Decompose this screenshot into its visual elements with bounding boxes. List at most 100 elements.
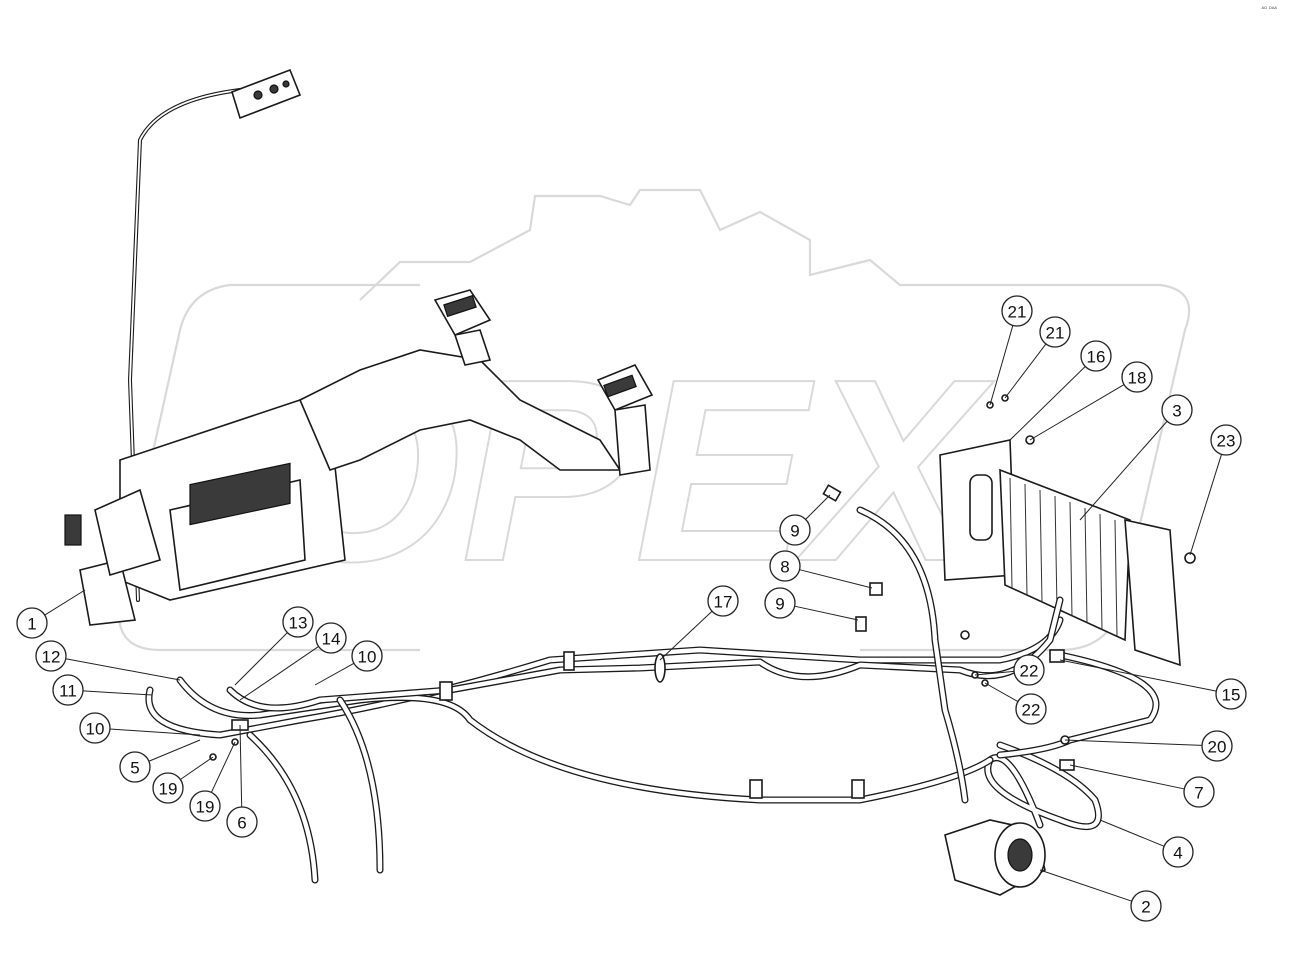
callout-c-5: 5 (119, 751, 151, 783)
callout-c-12: 12 (35, 640, 67, 672)
watermark-gear (359, 188, 1191, 652)
callout-c-19a: 19 (152, 772, 184, 804)
hose-suction (145, 616, 1064, 739)
leader-line-c-10a (109, 728, 201, 736)
callout-number: 16 (1087, 348, 1106, 367)
callout-number: 10 (86, 720, 105, 739)
callout-circle (79, 712, 111, 744)
leader-line-c-3 (1079, 420, 1168, 521)
callout-circle (315, 622, 347, 654)
leader-line-c-6 (239, 724, 243, 808)
callout-number: 15 (1222, 686, 1241, 705)
callout-c-2: 2 (1130, 890, 1162, 922)
callout-number: 22 (1020, 662, 1039, 681)
callout-number: 11 (59, 682, 77, 701)
callout-c-15: 15 (1215, 678, 1247, 710)
leader-line-c-14 (239, 646, 319, 701)
leader-line-c-5 (148, 739, 201, 762)
leader-line-c-23 (1189, 454, 1222, 556)
leader-line-c-12 (65, 658, 181, 681)
control-knob-icon (282, 80, 290, 88)
callout-circle (119, 751, 151, 783)
leader-line-c-8 (799, 569, 873, 589)
callout-number: 17 (714, 593, 733, 612)
callout-circle (1001, 295, 1033, 327)
clamp (439, 681, 453, 701)
callout-number: 9 (790, 522, 799, 541)
leader-line-c-22a (974, 670, 1015, 676)
callout-c-4: 4 (1162, 836, 1194, 868)
callout-circle (1161, 394, 1193, 426)
callout-c-20: 20 (1201, 730, 1233, 762)
callout-circle (1080, 340, 1112, 372)
callout-number: 7 (1194, 784, 1203, 803)
leader-line-c-19b (210, 741, 236, 793)
callout-number: 6 (237, 814, 246, 833)
callout-c-10a: 10 (79, 712, 111, 744)
leader-line-c-7 (1069, 764, 1185, 790)
callout-number: 2 (1141, 898, 1150, 917)
leader-line-c-13 (234, 632, 288, 686)
callout-number: 8 (780, 558, 789, 577)
clamp (563, 651, 575, 671)
callout-circle (16, 607, 48, 639)
leader-line-c-1 (44, 589, 86, 616)
leader-line-c-15 (1059, 659, 1217, 692)
callout-number: 21 (1008, 303, 1027, 322)
callout-c-14: 14 (315, 622, 347, 654)
callout-circle (1121, 361, 1153, 393)
fitting-9-lower (855, 616, 867, 632)
callout-number: 4 (1173, 844, 1182, 863)
leader-line-c-16 (1009, 366, 1086, 441)
vent-louver-icon (443, 294, 477, 318)
fitting-9-upper (822, 484, 842, 502)
blower-housing (94, 488, 161, 577)
leader-line-c-17 (659, 610, 713, 661)
callout-number: 12 (42, 648, 61, 667)
callout-c-16: 16 (1080, 340, 1112, 372)
callout-number: 23 (1217, 432, 1236, 451)
condenser-core (999, 468, 1131, 642)
callout-circle (189, 790, 221, 822)
hose-discharge (176, 676, 994, 804)
callout-labels: 1234567899101011121314151617181919202121… (16, 295, 1247, 922)
leader-line-c-2 (1039, 869, 1132, 902)
callout-number: 1 (27, 615, 36, 634)
callout-circle (226, 806, 258, 838)
callout-c-11: 11 (52, 674, 84, 706)
bolt-23 (1184, 552, 1196, 564)
callout-circle (152, 772, 184, 804)
vent-louver-icon (603, 374, 637, 398)
callout-c-8: 8 (769, 550, 801, 582)
leader-line-c-22b (984, 682, 1019, 703)
clip-17 (654, 653, 666, 683)
callout-c-21b: 21 (1039, 316, 1071, 348)
callout-c-23: 23 (1210, 424, 1242, 456)
callout-circle (1183, 776, 1215, 808)
callout-c-7: 7 (1183, 776, 1215, 808)
callout-circle (351, 640, 383, 672)
callout-number: 13 (289, 614, 308, 633)
fitting-8 (869, 582, 883, 596)
callout-number: 21 (1046, 324, 1065, 343)
callout-number: 5 (130, 759, 139, 778)
compressor-assembly (944, 741, 1102, 896)
callout-circle (779, 514, 811, 546)
callout-number: 22 (1022, 701, 1041, 720)
callout-c-21a: 21 (1001, 295, 1033, 327)
leader-line-c-18 (1029, 384, 1125, 441)
callout-c-9a: 9 (779, 514, 811, 546)
callout-circle (764, 587, 796, 619)
callout-number: 14 (322, 630, 341, 649)
callout-circle (1201, 730, 1233, 762)
callout-circle (1210, 424, 1242, 456)
callout-circle (52, 674, 84, 706)
leader-line-c-11 (82, 690, 153, 696)
leader-line-c-19a (180, 756, 214, 780)
leader-line-c-4 (1099, 819, 1165, 847)
receiver-drier (969, 474, 993, 541)
filter-cover (64, 514, 82, 546)
callout-c-19b: 19 (189, 790, 221, 822)
callout-circle (1015, 693, 1047, 725)
